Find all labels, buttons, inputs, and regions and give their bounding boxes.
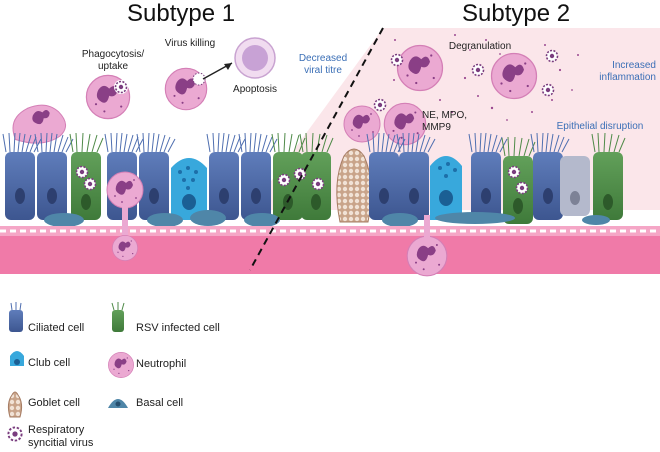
basal-cells <box>44 210 610 227</box>
neutrophil-crossing-2 <box>406 215 448 277</box>
subtype1-title: Subtype 1 <box>127 0 236 27</box>
label-phagocytosis: Phagocytosis/ uptake <box>81 49 145 72</box>
virus-particle <box>545 49 559 63</box>
granule-spray <box>377 34 579 121</box>
legend-ciliated: Ciliated cell <box>28 322 85 334</box>
submucosa <box>0 236 660 274</box>
epithelium <box>3 132 626 225</box>
legend-icons <box>7 302 134 442</box>
legend-club: Club cell <box>28 357 71 369</box>
neutrophil-degranulating-1 <box>396 44 444 92</box>
neutrophil-degranulating-2 <box>490 52 538 100</box>
label-apoptosis: Apoptosis <box>233 84 277 95</box>
virus-particle <box>471 63 485 77</box>
label-epithelial-disruption: Epithelial disruption <box>556 121 644 132</box>
legend-goblet: Goblet cell <box>28 397 80 409</box>
club-cell-2 <box>430 156 462 220</box>
virus-particle <box>541 83 555 97</box>
label-virus-killing: Virus killing <box>164 38 216 49</box>
virus-particle <box>373 98 387 112</box>
virus-uptake <box>114 80 128 94</box>
subtype-divider <box>249 27 384 271</box>
neutrophil-transmigrating-2 <box>383 102 427 146</box>
neutrophil-transmigrating-1 <box>343 105 381 143</box>
neutrophil-migrating <box>12 104 67 144</box>
label-increased-inflammation: Increased inflammation <box>599 60 656 83</box>
label-degranulation: Degranulation <box>448 41 512 52</box>
legend-neutrophil: Neutrophil <box>136 358 187 370</box>
legend-rsv-virus: Respiratory syncitial virus <box>28 424 94 449</box>
goblet-cell <box>336 148 372 223</box>
virus-particle <box>390 53 404 67</box>
damaged-cell <box>560 156 590 216</box>
legend-rsv-infected: RSV infected cell <box>136 322 220 334</box>
label-decreased-titre: Decreased viral titre <box>298 53 348 76</box>
legend-basal: Basal cell <box>136 397 184 409</box>
neutrophil-crossing-1 <box>106 171 144 261</box>
label-ne-mpo-mmp9: NE, MPO, MMP9 <box>422 110 468 133</box>
subtype2-title: Subtype 2 <box>462 0 571 27</box>
